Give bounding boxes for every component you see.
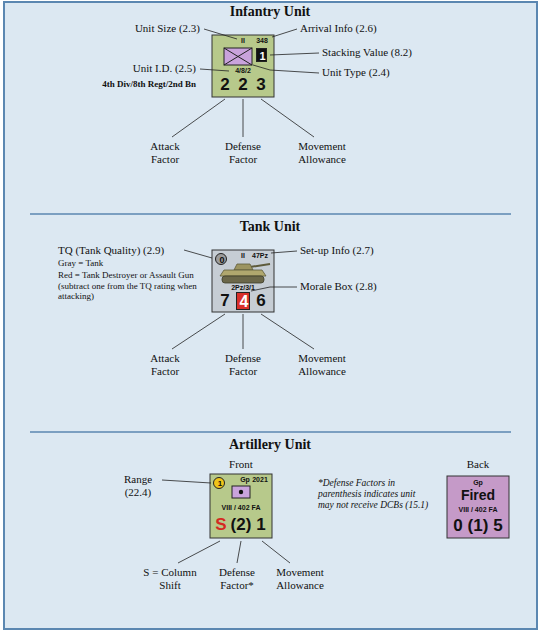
example-note: Gray = Tank xyxy=(58,258,198,269)
factor-label: Attack Factor xyxy=(143,140,187,166)
counter-value: 5 xyxy=(473,517,523,534)
stacking-box: 1 xyxy=(256,48,267,62)
side-label: Front xyxy=(211,458,271,471)
counter-value: 2021 xyxy=(235,476,285,483)
leader-line xyxy=(270,53,319,55)
leader-line xyxy=(262,541,290,563)
counter-value: 4/8/2 xyxy=(218,67,268,74)
counter-value: 4 xyxy=(237,293,251,311)
section-divider xyxy=(30,213,511,215)
leader-line xyxy=(172,99,225,137)
counter-value: 1 xyxy=(214,478,226,490)
leader-line xyxy=(261,99,314,137)
range-circle: 1 xyxy=(213,477,225,489)
unit-counter: 04II47Pz2Pz/3/176 xyxy=(212,250,274,312)
counter-value: 47Pz xyxy=(235,252,285,259)
leader-line xyxy=(237,541,241,563)
counter-value: 3 xyxy=(236,76,286,93)
leader-line xyxy=(204,29,237,39)
section-divider xyxy=(30,431,511,433)
factor-label: Defense Factor xyxy=(220,352,266,378)
artillery-symbol xyxy=(239,490,243,494)
callout-label: Arrival Info (2.6) xyxy=(300,22,420,35)
counter-value: 348 xyxy=(237,37,287,44)
counter-value: Fired xyxy=(453,488,503,502)
morale-box: 4 xyxy=(236,292,250,310)
side-label: Back xyxy=(448,458,508,471)
leader-line xyxy=(172,314,225,349)
tank-image xyxy=(234,264,253,270)
example-note: Red = Tank Destroyer or Assault Gun (sub… xyxy=(58,270,203,302)
unit-counter: 1II3484/8/2223 xyxy=(212,35,274,97)
leader-line xyxy=(253,65,319,73)
factor-label: Movement Allowance xyxy=(292,140,352,166)
footnote: *Defense Factors in parenthesis indicate… xyxy=(318,478,430,512)
leader-line xyxy=(271,251,297,253)
leader-line xyxy=(162,480,211,483)
infantry-symbol xyxy=(224,48,252,65)
leader-line xyxy=(272,29,297,37)
tank-image xyxy=(220,270,266,276)
counter-value: VIII / 402 FA xyxy=(453,506,503,513)
callout-label: TQ (Tank Quality) (2.9) xyxy=(58,244,198,257)
tq-circle: 0 xyxy=(215,253,227,265)
leader-line xyxy=(178,541,220,563)
unit-counter: GpFiredVIII / 402 FA0(1)5 xyxy=(447,476,509,538)
factor-label: Defense Factor xyxy=(220,140,266,166)
leader-line xyxy=(251,287,297,291)
panel-ground xyxy=(4,2,537,629)
counter-value: 7 xyxy=(200,292,250,309)
leader-line xyxy=(261,314,314,349)
section-heading: Infantry Unit xyxy=(170,4,370,21)
infantry-symbol xyxy=(224,48,252,65)
counter-value: 6 xyxy=(236,292,286,309)
counter-value: Gp xyxy=(453,479,503,486)
counter-value: 0 xyxy=(216,254,228,266)
callout-label: Set-up Info (2.7) xyxy=(300,244,420,257)
tank-image xyxy=(250,264,270,267)
callout-label: Unit Type (2.4) xyxy=(322,66,442,79)
leader-line xyxy=(200,69,229,71)
artillery-symbol xyxy=(232,486,250,498)
leader-line xyxy=(184,250,212,258)
tank-image xyxy=(222,276,264,283)
factor-label: Attack Factor xyxy=(143,352,187,378)
callout-label: Stacking Value (8.2) xyxy=(322,46,452,59)
example-note: 4th Div/8th Regt/2nd Bn xyxy=(36,79,196,90)
unit-counter: 1Gp2021VIII / 402 FAS(2)1 xyxy=(210,474,272,538)
callout-label: Unit Size (2.3) xyxy=(100,22,200,35)
callout-label: Unit I.D. (2.5) xyxy=(96,62,196,75)
counter-value: 1 xyxy=(236,516,286,533)
factor-label: Defense Factor* xyxy=(212,566,262,592)
infantry-symbol xyxy=(224,48,252,65)
counter-value: 1 xyxy=(257,49,268,63)
factor-label: Movement Allowance xyxy=(270,566,330,592)
callout-label: Range (22.4) xyxy=(118,473,158,499)
callout-label: Morale Box (2.8) xyxy=(300,280,420,293)
section-heading: Tank Unit xyxy=(170,219,370,236)
factor-label: S = Column Shift xyxy=(139,566,201,592)
counter-value: VIII / 402 FA xyxy=(216,504,266,511)
leader-line xyxy=(243,99,244,137)
counter-value: 2Pz/3/1 xyxy=(218,284,268,291)
section-heading: Artillery Unit xyxy=(170,437,370,454)
factor-label: Movement Allowance xyxy=(292,352,352,378)
leader-line xyxy=(243,314,244,349)
